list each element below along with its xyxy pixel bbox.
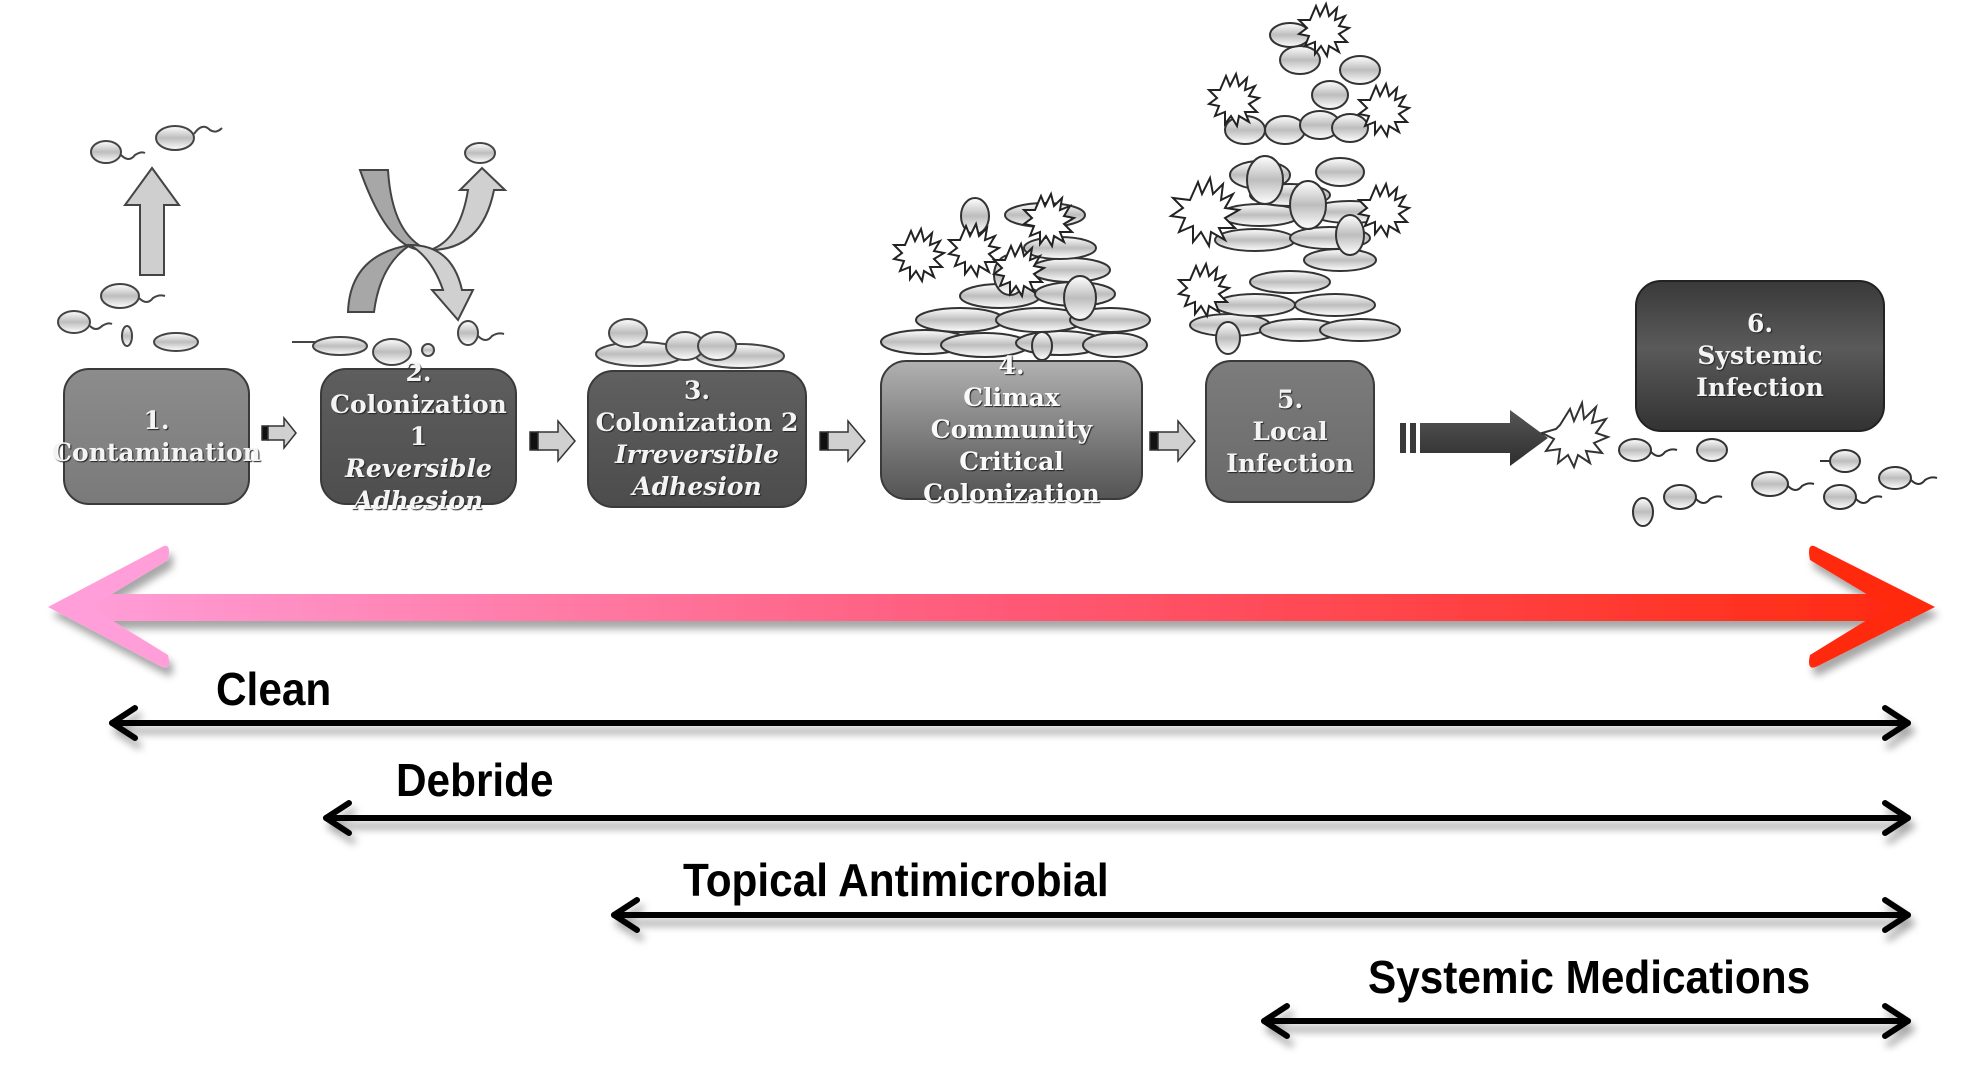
up-arrow-icon — [123, 166, 181, 276]
stage-title: Colonization 1 — [330, 389, 507, 451]
severity-arrow-left-head — [48, 545, 169, 668]
treatment-label-systemic-medications: Systemic Medications — [1368, 951, 1811, 1003]
stage-box-colonization-2: 3. Colonization 2 Irreversible Adhesion — [587, 370, 807, 508]
treatment-label-topical-antimicrobial: Topical Antimicrobial — [683, 854, 1109, 906]
stage1-bacteria — [57, 125, 223, 352]
stage-subtitle: Irreversible — [614, 440, 779, 469]
stage-title: Local — [1252, 416, 1328, 446]
stage5-biofilm — [1189, 22, 1401, 355]
treatment-span-debride — [323, 800, 1911, 836]
severity-arrow — [48, 545, 1935, 668]
stage-box-local-infection: 5. Local Infection — [1205, 360, 1375, 503]
stage-number: 3. — [683, 376, 711, 405]
flow-arrows — [261, 415, 1196, 464]
stage-title: Colonization 2 — [595, 408, 799, 437]
stage-number: 4. — [998, 351, 1025, 380]
treatment-span-systemic — [1261, 1003, 1911, 1039]
stage6-bacteria — [1539, 399, 1938, 527]
stage-box-climax-community: 4. Climax Community Critical Colonizatio… — [880, 351, 1143, 508]
treatment-span-topical — [611, 897, 1911, 933]
stage-title: Systemic Infection — [1696, 341, 1824, 402]
stage-number: 2. — [405, 357, 432, 387]
stage2-bacteria — [292, 142, 505, 366]
stage-title: Community — [930, 415, 1093, 444]
stage-subtitle: Adhesion — [353, 485, 484, 515]
stage-subtitle: Reversible — [345, 453, 492, 483]
flow-arrow-icon — [529, 418, 576, 464]
stage-title: Critical Colonization — [923, 447, 1100, 508]
stage-subtitle: Adhesion — [632, 472, 762, 501]
stage-title: Contamination — [52, 437, 261, 467]
flow-arrow-icon — [1149, 418, 1196, 464]
stage3-bacteria — [595, 318, 785, 369]
treatment-label-debride: Debride — [396, 754, 554, 806]
stage-title: Climax — [963, 383, 1060, 412]
stage5-pathogens — [1168, 1, 1412, 319]
progression-arrow-icon — [1400, 410, 1548, 466]
stage-box-systemic-infection: 6. Systemic Infection — [1635, 280, 1885, 432]
severity-arrow-right-head — [1809, 545, 1935, 668]
treatment-span-clean — [109, 705, 1911, 741]
stage-box-contamination: 1. Contamination — [52, 368, 261, 505]
stage-title: Infection — [1226, 448, 1354, 478]
flow-arrow-icon — [261, 415, 297, 451]
stage4-pathogens — [891, 191, 1077, 299]
stage-box-colonization-1: 2. Colonization 1 Reversible Adhesion — [320, 358, 517, 515]
stage-number: 6. — [1746, 309, 1774, 338]
stage-number: 5. — [1276, 384, 1304, 414]
reversible-arrows-icon — [346, 166, 508, 322]
stage-number: 1. — [143, 405, 170, 435]
flow-arrow-icon — [819, 418, 866, 464]
treatment-label-clean: Clean — [216, 663, 332, 715]
